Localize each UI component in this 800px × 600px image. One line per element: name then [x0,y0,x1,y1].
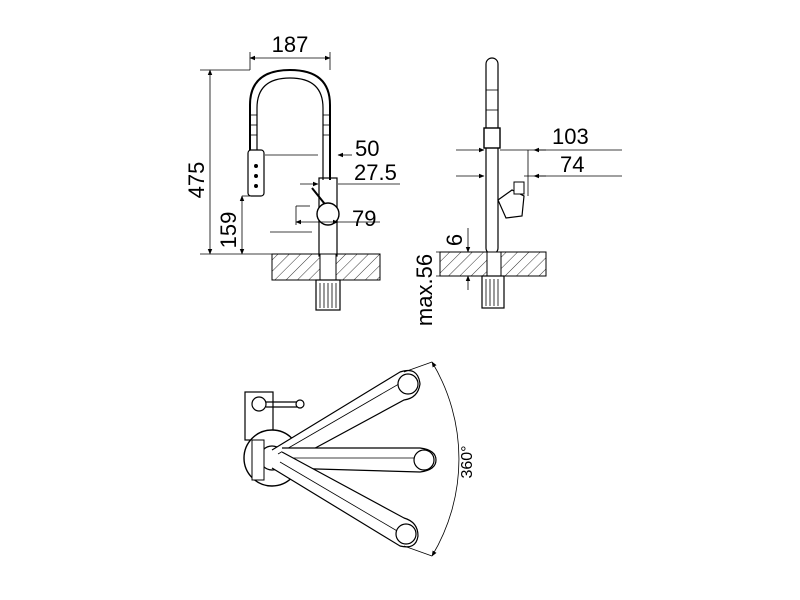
dim-159: 159 [216,212,241,249]
dim-79: 79 [352,206,376,231]
dim-74: 74 [560,152,584,177]
side-fixing-nut [481,275,505,309]
side-view: 103 74 6 max.56 [412,57,622,326]
front-spray-head [247,149,265,197]
dim-27-5: 27.5 [354,160,397,185]
rotation-arc [431,361,460,557]
front-spring-arch [249,68,331,180]
dim-50: 50 [355,136,379,161]
side-spout [485,57,499,255]
front-view: 187 475 159 50 27.5 79 [184,32,400,311]
dim-max56: max.56 [412,254,437,326]
dim-187: 187 [272,32,309,57]
front-lever-hub [316,202,340,226]
dim-475: 475 [184,162,209,199]
side-lever [497,189,525,219]
dim-103: 103 [552,124,589,149]
front-shank [319,253,337,281]
dim-360: 360° [459,445,476,478]
dim-6: 6 [442,234,467,246]
top-view: 360° [243,361,476,557]
